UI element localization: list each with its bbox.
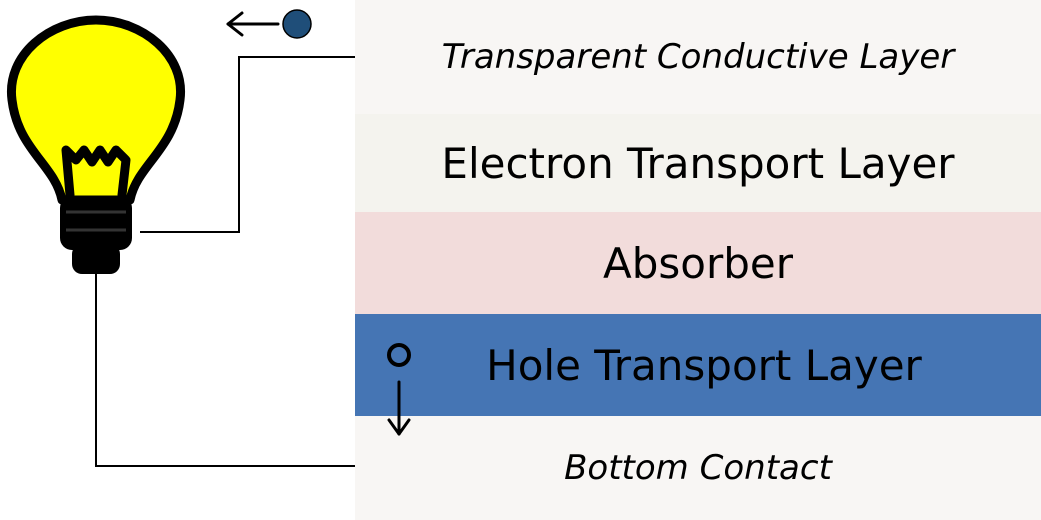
top-wire — [140, 56, 355, 233]
down-arrow-icon — [387, 380, 411, 436]
hole-circle-icon — [387, 343, 411, 367]
light-bulb-icon — [6, 15, 186, 274]
electron-transport-layer-label: Electron Transport Layer — [441, 138, 955, 188]
absorber-layer: Absorber — [355, 212, 1041, 314]
electron-dot-icon — [282, 9, 312, 39]
electron-transport-layer: Electron Transport Layer — [355, 114, 1041, 212]
bulb-glass — [6, 15, 186, 205]
transparent-conductive-layer-label: Transparent Conductive Layer — [441, 37, 955, 77]
bottom-contact-layer: Bottom Contact — [355, 416, 1041, 520]
bulb-filament — [61, 145, 131, 200]
transparent-conductive-layer: Transparent Conductive Layer — [355, 0, 1041, 114]
bottom-wire — [95, 272, 355, 467]
bottom-contact-layer-label: Bottom Contact — [564, 448, 832, 488]
absorber-layer-label: Absorber — [602, 238, 793, 288]
hole-transport-layer-label: Hole Transport Layer — [486, 340, 922, 390]
left-arrow-icon — [226, 11, 280, 37]
bulb-base — [60, 196, 132, 274]
hole-overlay — [387, 343, 411, 436]
hole-transport-layer: Hole Transport Layer — [355, 314, 1041, 416]
